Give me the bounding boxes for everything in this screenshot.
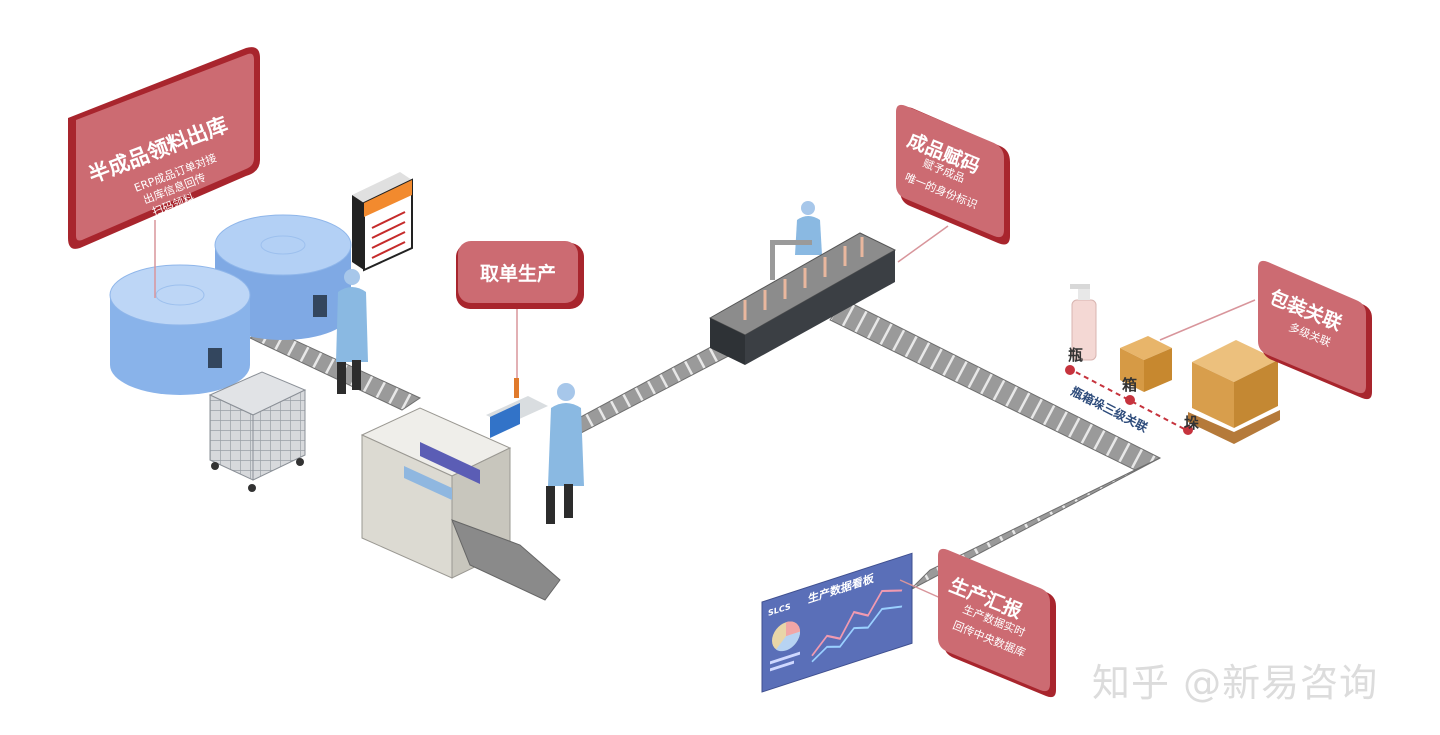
callout-take-order: 取单生产 (456, 241, 584, 309)
box-icon (1120, 336, 1172, 392)
belt-pack-to-report (909, 457, 1161, 591)
bottle-label: 瓶 (1068, 346, 1083, 364)
packaging-chain: 瓶 箱 垛 瓶箱垛三级关联 (1065, 284, 1280, 444)
production-machine (360, 378, 561, 601)
worker-coding (795, 201, 822, 255)
cage-cart (208, 371, 307, 492)
document-icon (352, 172, 413, 272)
callout-take-order-title: 取单生产 (480, 262, 556, 285)
callout-packaging-link: 包装关联 多级关联 (1258, 260, 1372, 400)
callout-finished-coding: 成品赋码 赋予成品 唯一的身份标识 (896, 104, 1010, 245)
dashboard-trend-line (811, 589, 903, 657)
pallet-icon (1188, 340, 1280, 444)
vat-front (109, 264, 251, 395)
coding-station (708, 232, 897, 365)
production-dashboard: 生产数据看板 SLCS (761, 552, 913, 693)
qr-code-icon (208, 348, 222, 368)
callout-connectors (154, 220, 1256, 601)
worker-operator (546, 383, 584, 524)
worker-scanning (336, 269, 368, 394)
material-vats (109, 214, 352, 395)
box-label: 箱 (1122, 376, 1137, 394)
qr-code-icon (313, 295, 327, 317)
belt-coding-to-pack (829, 299, 1162, 471)
control-panel (486, 378, 548, 438)
callout-semi-finished: 半成品领料出库 ERP成品订单对接 出库信息回传 扫码领料 (68, 47, 260, 249)
pallet-label: 垛 (1184, 414, 1199, 432)
bottle-icon (1070, 284, 1097, 361)
watermark: 知乎 @新易咨询 (1092, 661, 1379, 705)
callout-production-report: 生产汇报 生产数据实时 回传中央数据库 (938, 548, 1056, 698)
